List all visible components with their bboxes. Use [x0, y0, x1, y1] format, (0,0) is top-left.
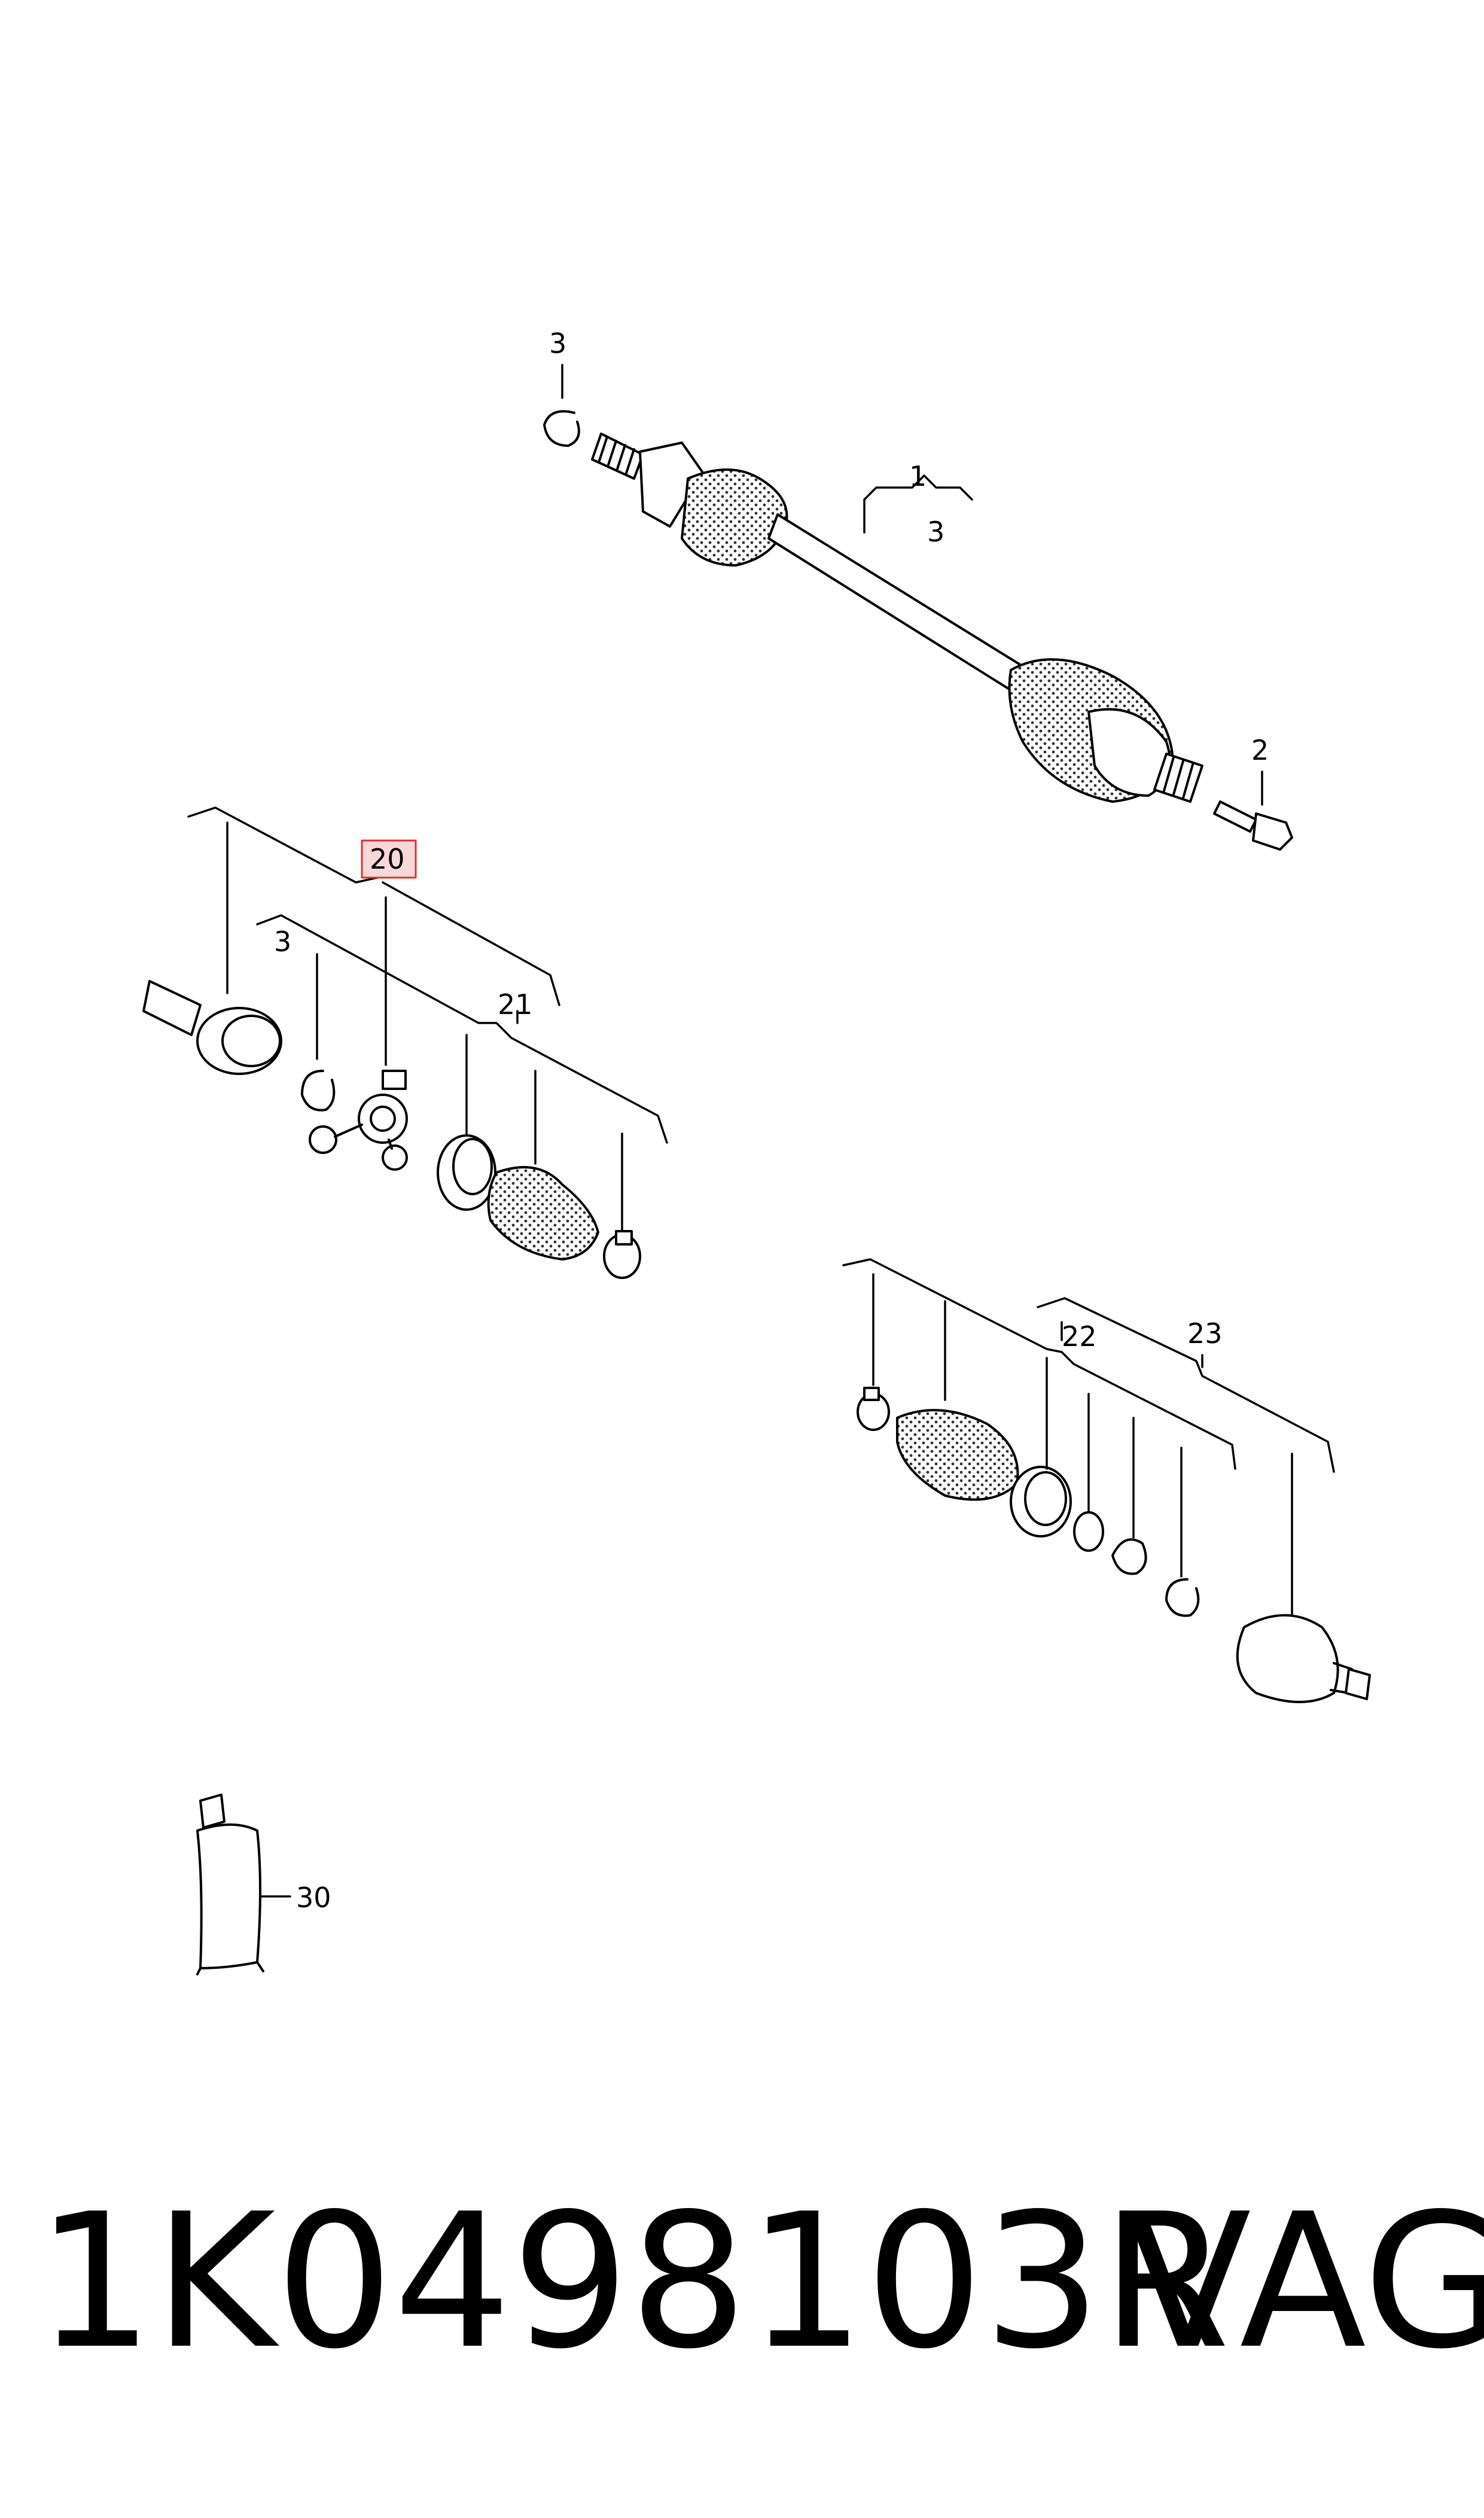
callout-21: 21	[498, 988, 533, 1021]
callout-20[interactable]: 20	[370, 843, 405, 875]
leader-lines	[187, 364, 1335, 1898]
boot-clamp-small-right	[857, 1387, 890, 1431]
callout-2: 2	[1251, 734, 1269, 766]
thrust-washer	[1073, 1511, 1104, 1552]
footer-caption: 1K0498103R VAG	[36, 2174, 1484, 2405]
boot-clamp-small	[603, 1230, 641, 1279]
inner-joint-kit-parts	[142, 980, 641, 1279]
callout-3-left: 3	[274, 925, 291, 958]
callout-labels: 3 1 3 2 20 3 21 22 23 30	[274, 327, 1269, 1914]
boot-clamp-large	[437, 1134, 496, 1211]
brand-name: VAG	[1125, 2174, 1484, 2390]
callout-23: 23	[1187, 1317, 1223, 1350]
shaft-outer-spline	[1153, 753, 1203, 803]
callout-1: 1	[909, 460, 927, 492]
outer-joint	[1236, 1614, 1371, 1703]
outer-boot-spare	[896, 1409, 1019, 1501]
part-number: 1K0498103R	[36, 2174, 1230, 2390]
shaft-bar	[767, 513, 1030, 695]
circlip-right	[1165, 1578, 1200, 1617]
callout-3-top: 3	[549, 327, 566, 360]
highlight-box-20	[361, 839, 417, 879]
inner-boot	[681, 468, 788, 567]
callout-22: 22	[1062, 1320, 1097, 1353]
boot-clamp-large-right	[1010, 1466, 1072, 1537]
inner-boot-spare	[487, 1166, 599, 1260]
grease-tube	[196, 1794, 264, 1975]
spring-cap	[1111, 1538, 1147, 1575]
drive-shaft-assembly	[591, 433, 1203, 803]
tripod-spider	[309, 1070, 408, 1171]
outer-joint-kit-parts	[857, 1387, 1371, 1703]
callout-3-shaft: 3	[927, 516, 944, 548]
joint-spline-stub	[142, 980, 202, 1036]
bolt	[1213, 800, 1293, 851]
circlip-top	[543, 410, 580, 447]
callout-30: 30	[296, 1881, 331, 1914]
shaft-inner-spline	[591, 433, 644, 480]
circlip-left	[301, 1070, 336, 1112]
